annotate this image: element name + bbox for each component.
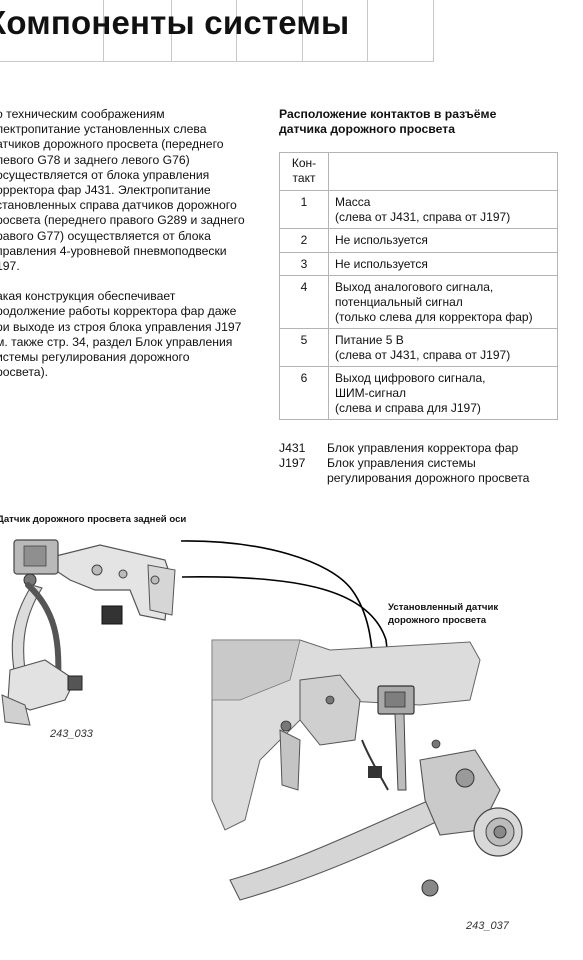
- pin-description: Масса (слева от J431, справа от J197): [328, 189, 558, 230]
- header-cell: [367, 0, 433, 62]
- pin-description: Выход цифрового сигнала, ШИМ-сигнал (сле…: [328, 366, 558, 421]
- header-cell: [302, 0, 367, 62]
- pin-table: Кон- такт 1 Масса (слева от J431, справа…: [279, 152, 558, 421]
- legend-code: J197: [279, 456, 306, 470]
- paragraph-power-supply: о техническим соображениям лектропитание…: [0, 107, 245, 274]
- pin-table-title: Расположение контактов в разъёме датчика…: [279, 107, 497, 136]
- table-row: 2 Не используется: [279, 228, 558, 253]
- installed-sensor-illustration: [211, 639, 523, 901]
- abbreviation-legend: J431 Блок управления корректора фар J197…: [279, 441, 529, 486]
- body-text: о техническим соображениям лектропитание…: [0, 107, 264, 395]
- pin-number: 1: [279, 189, 329, 230]
- pin-description: Не используется: [328, 228, 558, 253]
- table-header-row: Кон- такт: [279, 152, 558, 191]
- header-cell: [433, 0, 583, 62]
- table-row: 3 Не используется: [279, 251, 558, 277]
- rear-sensor-illustration: [1, 539, 176, 726]
- legend-item: J431 Блок управления корректора фар: [279, 441, 529, 456]
- header-grid: [0, 0, 583, 62]
- legend-code: J431: [279, 441, 306, 455]
- table-row: 5 Питание 5 В (слева от J431, справа от …: [279, 328, 558, 368]
- header-cell: [171, 0, 236, 62]
- column-header-description: [328, 152, 558, 191]
- pin-number: 5: [279, 328, 329, 368]
- header-cell: [236, 0, 302, 62]
- table-row: 6 Выход цифрового сигнала, ШИМ-сигнал (с…: [279, 366, 558, 421]
- figure-id-installed-sensor: 243_037: [466, 920, 509, 932]
- paragraph-design: акая конструкция обеспечивает родолжение…: [0, 289, 242, 380]
- rear-sensor-caption: Датчик дорожного просвета задней оси: [0, 514, 187, 525]
- pin-number: 4: [279, 275, 329, 330]
- pin-description: Не используется: [328, 251, 558, 277]
- legend-text: Блок управления корректора фар: [327, 441, 519, 455]
- installed-sensor-caption: Установленный датчик дорожного просвета: [388, 602, 499, 626]
- header-cell: [103, 0, 171, 62]
- callout-line: [181, 576, 393, 691]
- table-row: 1 Масса (слева от J431, справа от J197): [279, 189, 558, 230]
- page-title: Компоненты системы: [0, 4, 350, 41]
- pin-description: Питание 5 В (слева от J431, справа от J1…: [328, 328, 558, 368]
- column-header-contact: Кон- такт: [279, 152, 329, 191]
- pin-number: 6: [279, 366, 329, 421]
- header-cell: [0, 0, 103, 62]
- legend-item: J197 Блок управления системы регулирован…: [279, 456, 529, 486]
- legend-text: Блок управления системы регулирования до…: [327, 456, 530, 485]
- figure-id-rear-sensor: 243_033: [50, 728, 93, 740]
